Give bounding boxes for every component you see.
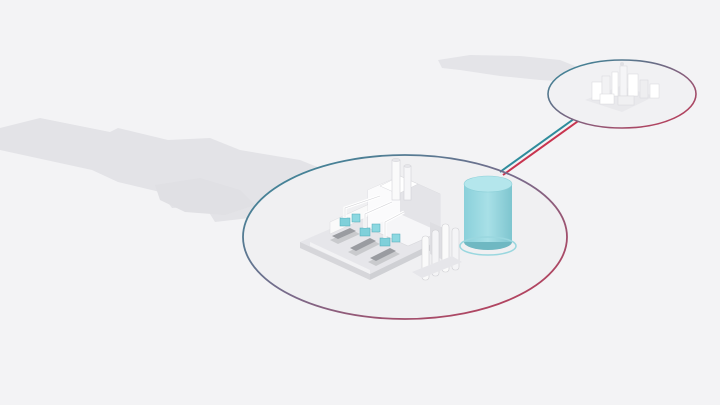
main-plant-shadow-lower bbox=[155, 178, 255, 215]
pipeline-connector bbox=[499, 115, 582, 176]
vertical-columns bbox=[412, 223, 462, 281]
main-facility-ring bbox=[242, 154, 568, 320]
storage-tank bbox=[459, 175, 517, 256]
main-plant-shadow bbox=[0, 118, 345, 226]
engine-units bbox=[330, 194, 405, 266]
remote-site-buildings bbox=[585, 62, 660, 112]
remote-site-shadow bbox=[438, 55, 585, 82]
